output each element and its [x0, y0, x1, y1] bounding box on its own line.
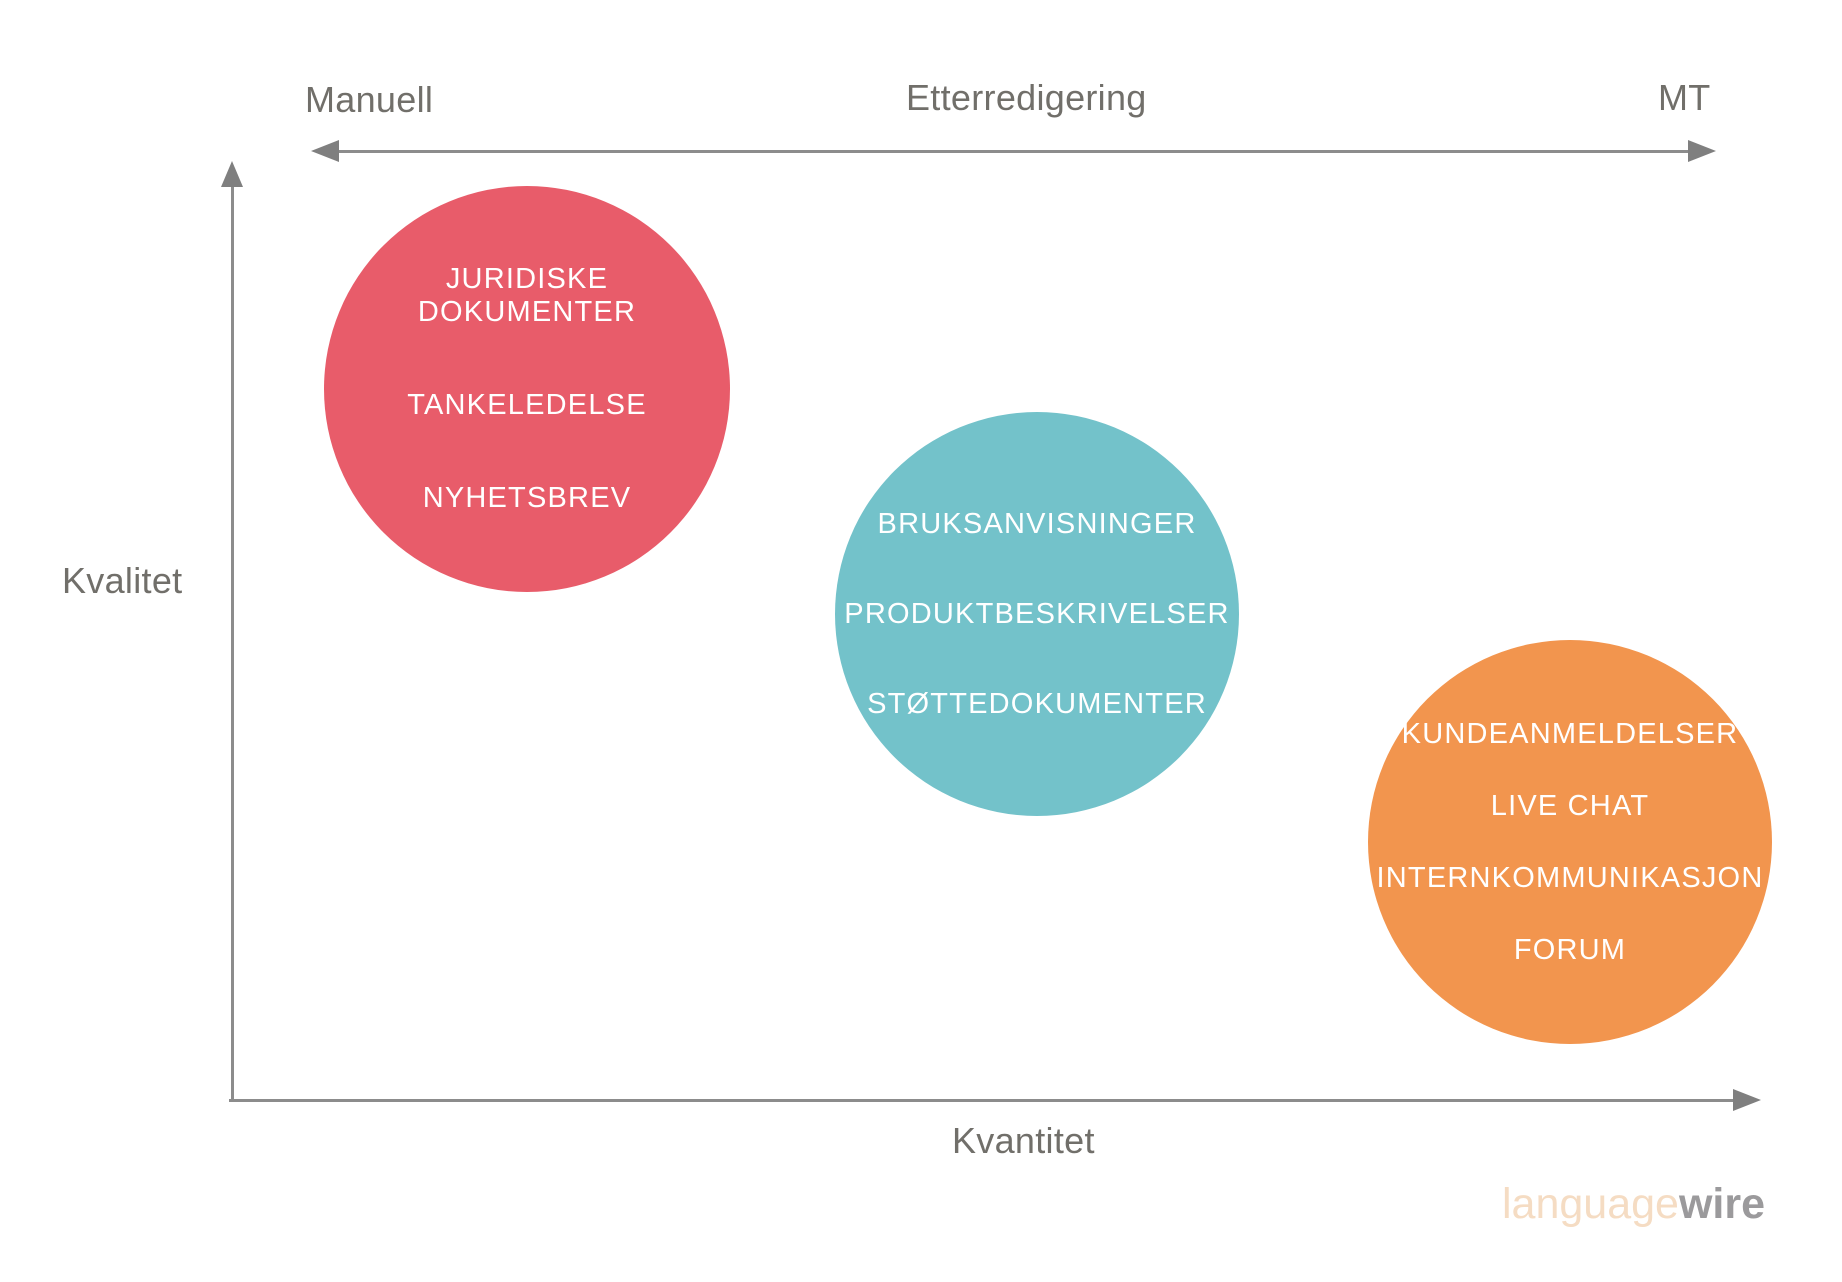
- method-scale-line: [332, 150, 1692, 153]
- scale-label-postediting: Etterredigering: [906, 77, 1147, 118]
- x-axis-label: Kvantitet: [952, 1120, 1095, 1161]
- bubble-postediting-item: BRUKSANVISNINGER: [877, 507, 1197, 540]
- bubble-mt-item: LIVE CHAT: [1490, 789, 1650, 822]
- bubble-manual-item: NYHETSBREV: [422, 482, 632, 514]
- x-axis-line: [229, 1099, 1735, 1102]
- y-axis-line: [231, 182, 234, 1102]
- bubble-postediting: BRUKSANVISNINGER PRODUKTBESKRIVELSER STØ…: [835, 412, 1239, 816]
- y-axis-arrowhead-icon: [221, 161, 243, 187]
- languagewire-logo: languagewire: [1502, 1183, 1765, 1226]
- scale-label-mt: MT: [1658, 77, 1711, 118]
- bubble-manual-item: JURIDISKE DOKUMENTER: [417, 263, 637, 328]
- y-axis-label: Kvalitet: [62, 560, 183, 601]
- bubble-mt-item: FORUM: [1513, 933, 1627, 966]
- bubble-postediting-item: PRODUKTBESKRIVELSER: [844, 597, 1230, 630]
- x-axis-arrowhead-icon: [1733, 1089, 1761, 1111]
- bubble-mt-item: INTERNKOMMUNIKASJON: [1376, 861, 1764, 894]
- arrowhead-right-icon: [1688, 140, 1716, 162]
- bubble-mt-item: KUNDEANMELDELSER: [1401, 717, 1739, 750]
- bubble-mt: KUNDEANMELDELSER LIVE CHAT INTERNKOMMUNI…: [1368, 640, 1772, 1044]
- scale-label-manual: Manuell: [305, 79, 434, 120]
- bubble-postediting-item: STØTTEDOKUMENTER: [867, 687, 1207, 720]
- bubble-manual: JURIDISKE DOKUMENTER TANKELEDELSE NYHETS…: [324, 186, 730, 592]
- bubble-manual-item: TANKELEDELSE: [407, 389, 647, 421]
- logo-text-language: language: [1502, 1180, 1679, 1228]
- arrowhead-left-icon: [311, 140, 339, 162]
- logo-text-wire: wire: [1678, 1180, 1766, 1228]
